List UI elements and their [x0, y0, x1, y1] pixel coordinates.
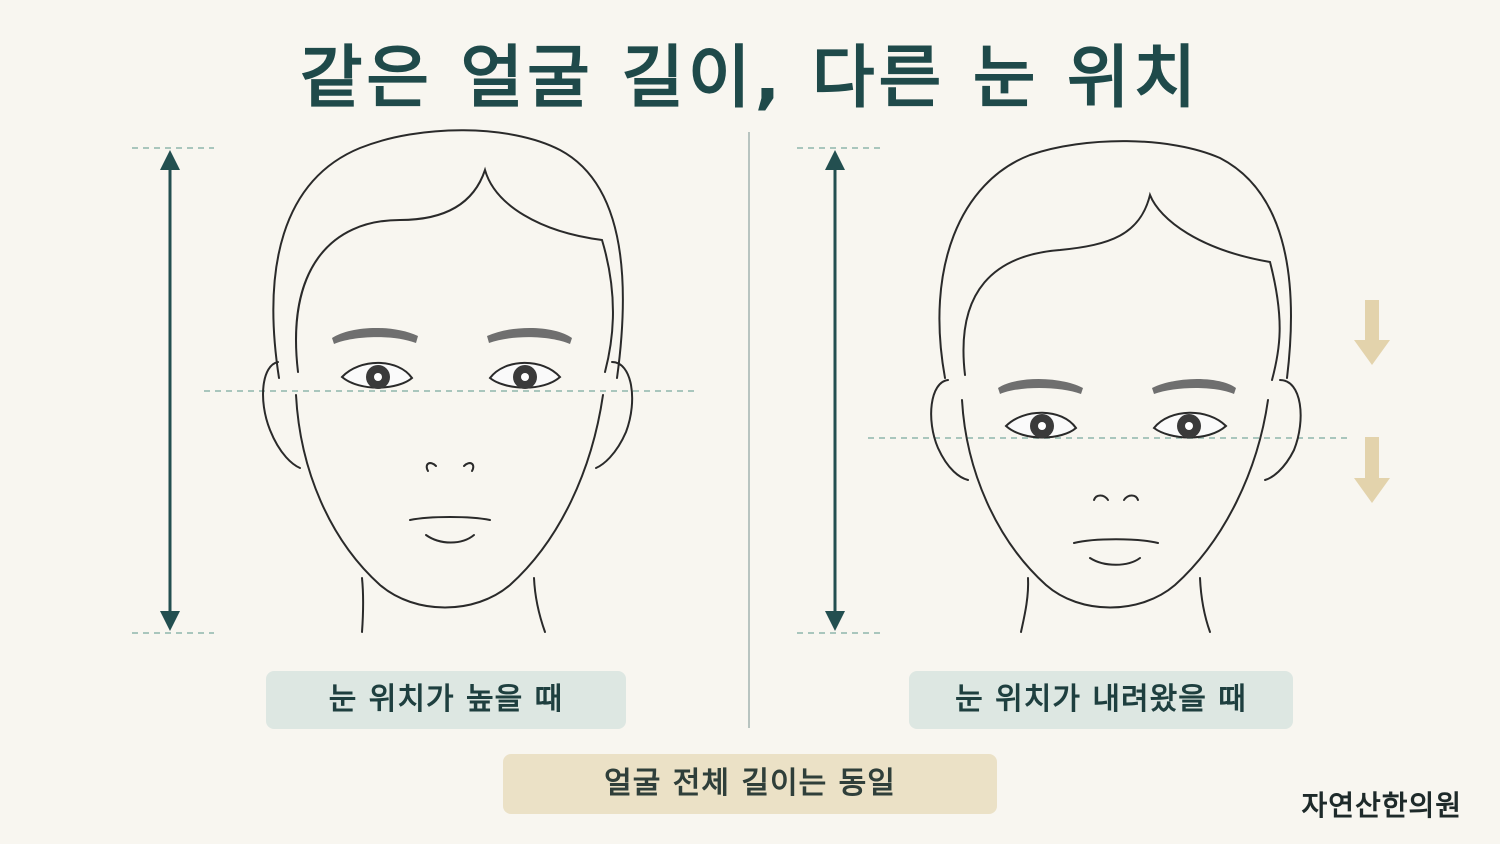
right-neck-right [1199, 577, 1211, 633]
right-ear-right [1264, 379, 1302, 481]
left-head-outline [272, 129, 624, 379]
right-arrow-up-head [825, 150, 845, 170]
right-head-outline [938, 140, 1292, 379]
left-face [262, 129, 634, 633]
left-jaw-outline [295, 394, 604, 609]
right-ear-left [930, 379, 969, 481]
summary-caption: 얼굴 전체 길이는 동일 [503, 754, 997, 814]
right-mouth-icon [1073, 538, 1159, 566]
right-face-features [998, 379, 1236, 566]
right-hair-part [962, 191, 1281, 381]
right-length-indicator [797, 147, 880, 634]
right-nose-icon [1093, 494, 1139, 501]
left-eye-r-highlight [521, 373, 529, 381]
left-ear-left [262, 361, 301, 469]
left-length-indicator [132, 147, 214, 634]
right-brow-r-icon [1152, 379, 1236, 394]
right-face [930, 140, 1302, 633]
left-caption: 눈 위치가 높을 때 [266, 671, 626, 729]
down-arrow-upper-icon [1354, 300, 1390, 365]
left-mouth-icon [409, 516, 491, 544]
left-face-features [332, 327, 572, 544]
page-title: 같은 얼굴 길이, 다른 눈 위치 [299, 39, 1201, 118]
brand-name: 자연산한의원 [1301, 789, 1462, 822]
left-brow-r-icon [487, 327, 572, 344]
left-eye-l-highlight [374, 373, 382, 381]
left-neck-right [533, 577, 546, 633]
right-eye-r-highlight [1185, 422, 1193, 430]
left-neck-left [361, 577, 365, 633]
down-arrow-lower-icon [1354, 437, 1390, 503]
right-eye-l-highlight [1038, 422, 1046, 430]
left-arrow-down-head [160, 611, 180, 631]
left-ear-right [595, 361, 634, 469]
left-brow-l-icon [332, 327, 418, 344]
right-neck-left [1020, 577, 1030, 633]
right-arrow-down-head [825, 611, 845, 631]
eye-descend-arrows [1354, 300, 1390, 503]
right-caption: 눈 위치가 내려왔을 때 [909, 671, 1293, 729]
right-jaw-outline [961, 399, 1269, 609]
left-hair-part [295, 166, 614, 373]
left-nose-icon [425, 462, 475, 472]
right-brow-l-icon [998, 379, 1083, 394]
left-arrow-up-head [160, 150, 180, 170]
